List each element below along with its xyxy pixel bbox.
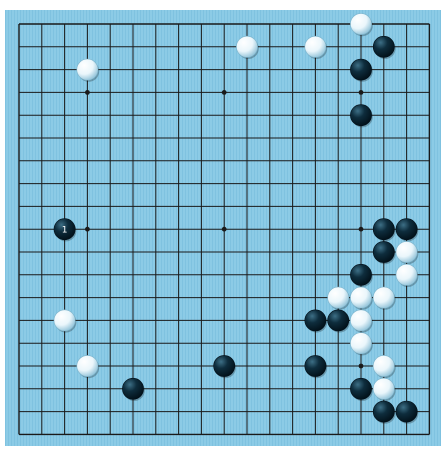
black-stone-body <box>373 241 394 262</box>
white-stone-body <box>350 287 371 308</box>
black-stone-body <box>328 310 349 331</box>
black-stone-body <box>350 378 371 399</box>
go-board-container: 1 <box>5 10 441 446</box>
white-stone-body <box>236 36 257 57</box>
black-stone-body <box>350 105 371 126</box>
black-stone-body <box>305 310 326 331</box>
move-number-label: 1 <box>62 226 68 236</box>
star-point <box>222 90 227 95</box>
white-stone-body <box>373 287 394 308</box>
white-stone-body <box>396 241 417 262</box>
star-point <box>359 90 364 95</box>
black-stone-body <box>350 264 371 285</box>
star-point <box>222 227 227 232</box>
white-stone-body <box>373 378 394 399</box>
star-point <box>85 227 90 232</box>
white-stone-body <box>77 355 98 376</box>
go-board[interactable]: 1 <box>5 10 441 446</box>
white-stone-body <box>350 310 371 331</box>
black-stone-body <box>214 355 235 376</box>
black-stone-body <box>350 59 371 80</box>
black-stone-body <box>396 401 417 422</box>
white-stone-body <box>373 355 394 376</box>
black-stone-body <box>122 378 143 399</box>
white-stone-body <box>54 310 75 331</box>
white-stone-body <box>77 59 98 80</box>
white-stone-body <box>305 36 326 57</box>
star-point <box>359 227 364 232</box>
black-stone-body <box>373 219 394 240</box>
white-stone-body <box>350 13 371 34</box>
black-stone-body <box>396 219 417 240</box>
star-point <box>359 364 364 369</box>
black-stone-body <box>305 355 326 376</box>
white-stone-body <box>396 264 417 285</box>
white-stone-body <box>350 333 371 354</box>
white-stone-body <box>328 287 349 308</box>
black-stone-body <box>373 36 394 57</box>
black-stone-body <box>373 401 394 422</box>
star-point <box>85 90 90 95</box>
